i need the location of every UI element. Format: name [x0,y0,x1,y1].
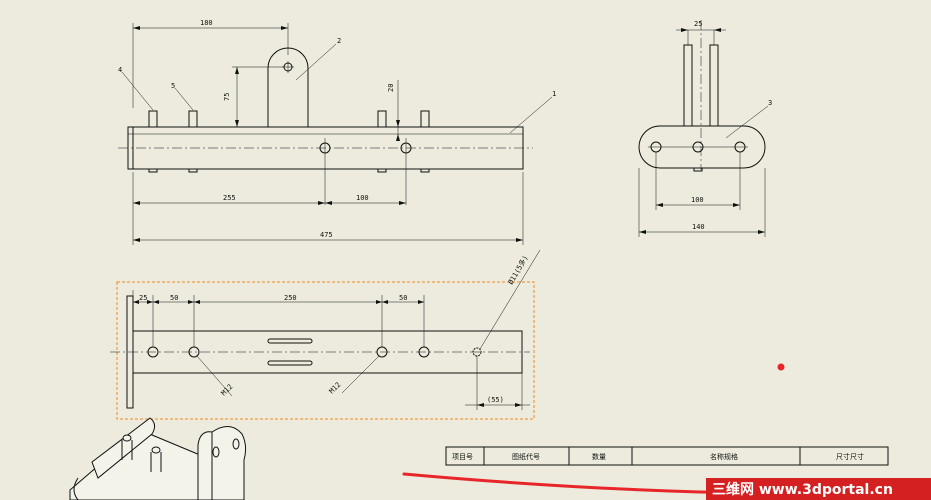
balloon-1: 1 [552,90,556,98]
top-dim-250: 250 [284,294,297,302]
dim-475: 475 [320,231,333,239]
top-dim-25: 25 [139,294,147,302]
dim-100: 100 [356,194,369,202]
top-dim-50b: 50 [399,294,407,302]
dim-180: 180 [200,19,213,27]
side-dim-100: 100 [691,196,704,204]
front-arrows [133,26,523,242]
thread-callout-m12b: M12 [328,381,343,396]
top-view [110,249,541,410]
balloon-3: 3 [768,99,772,107]
front-pin [148,110,158,128]
top-arrows [133,300,522,407]
dim-75: 75 [223,93,231,101]
balloon-5: 5 [171,82,175,90]
red-marker-dot [777,363,785,371]
title-cell-item-no: 项目号 [452,453,473,461]
thread-callout-m12a: M12 [220,383,235,398]
title-cell-size: 尺寸尺寸 [836,452,864,461]
front-pin [188,110,198,128]
side-dim-25: 25 [694,20,702,28]
side-dim-140: 140 [692,223,705,231]
side-arrows [639,28,765,234]
front-pin [420,110,430,128]
front-view-labels: 180 75 20 255 100 475 4 5 2 1 [118,19,556,239]
front-view [118,23,553,245]
balloon-2: 2 [337,37,341,45]
front-lug-plate [267,47,309,127]
front-pin [377,110,387,128]
title-cell-quantity: 数量 [592,452,606,461]
dim-255: 255 [223,194,236,202]
selection-box[interactable] [116,281,535,420]
title-cell-drawing-code: 图纸代号 [512,452,540,461]
balloon-4: 4 [118,66,122,74]
dim-20: 20 [387,84,395,92]
top-dim-50a: 50 [170,294,178,302]
watermark-text: 三维网 www.3dportal.cn [712,481,893,498]
title-block: 项目号 图纸代号 数量 名称规格 尺寸尺寸 [445,446,889,466]
side-view [638,20,769,237]
isometric-view [69,417,247,500]
watermark-background [706,478,931,500]
side-view-labels: 25 100 140 3 [691,20,772,231]
title-cell-name-spec: 名称规格 [710,452,738,461]
top-view-labels: 25 50 250 50 (55) Ø11(5多) M12 M12 [139,254,530,404]
top-dim-55: (55) [487,396,504,404]
hole-callout: Ø11(5多) [506,254,530,286]
